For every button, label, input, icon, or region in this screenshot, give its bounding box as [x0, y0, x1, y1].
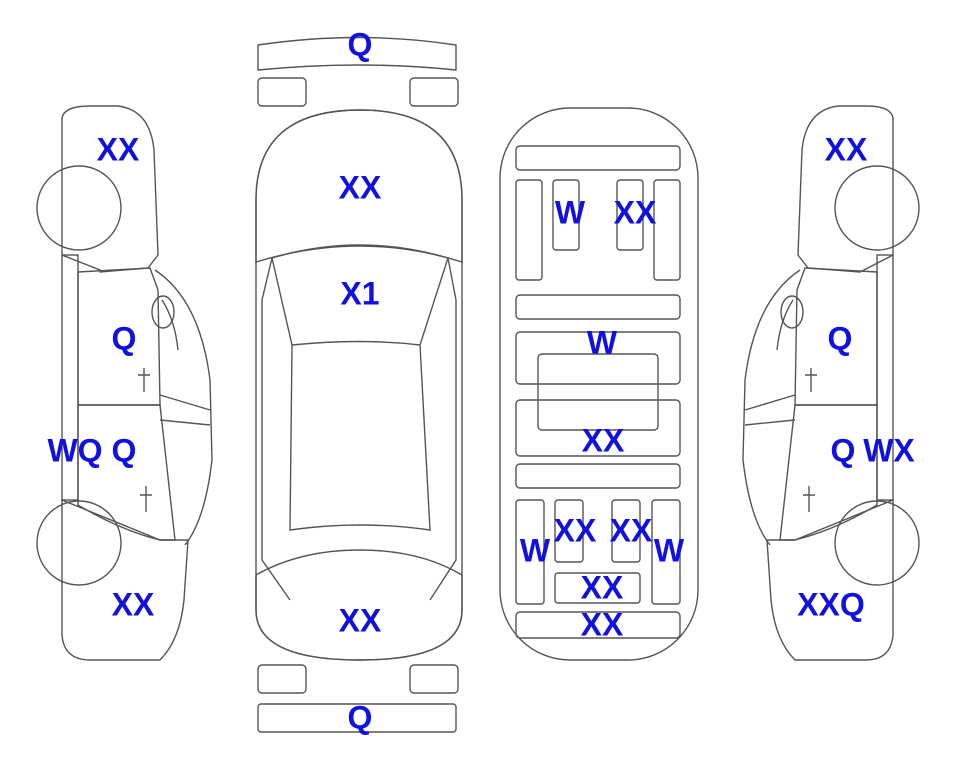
right-window-outline — [742, 269, 801, 546]
top-view — [255, 36, 463, 733]
front-right-light — [409, 77, 459, 107]
floor-rear-right-rail[interactable] — [651, 499, 681, 605]
left-body-panel[interactable] — [61, 105, 159, 273]
floor-outline — [499, 107, 699, 661]
floor-front-mid-cross — [515, 294, 681, 320]
floor-front-right-rail[interactable] — [616, 179, 644, 251]
left-sill-panel[interactable] — [61, 254, 79, 501]
label-left-sill: WQ — [47, 432, 102, 468]
label-top-trunk: XX — [339, 602, 382, 638]
floor-rear-left-rail[interactable] — [515, 499, 545, 605]
label-left-rear-door: Q — [112, 432, 137, 468]
top-roof — [289, 344, 431, 531]
left-window-outline — [154, 269, 213, 546]
right-mirror — [780, 295, 804, 329]
floor-center-opening — [537, 353, 659, 431]
right-window-inner — [744, 299, 796, 426]
floor-rear-end[interactable] — [515, 611, 681, 639]
right-sill-panel[interactable] — [876, 254, 894, 501]
right-front-door-handle — [805, 368, 817, 392]
floor-middle-panel[interactable] — [515, 399, 681, 457]
floor-front-left-rail[interactable] — [552, 179, 580, 251]
label-top-hood: XX — [339, 169, 382, 205]
floor-front-cross — [515, 145, 681, 171]
right-rear-door-handle — [803, 486, 815, 512]
floor-rear-cross — [515, 463, 681, 489]
front-left-light — [257, 77, 307, 107]
label-floor-middle-panel: XX — [582, 422, 625, 458]
label-top-windshield: X1 — [340, 275, 379, 311]
label-rear-bumper: Q — [348, 699, 373, 735]
left-rear-wheel — [36, 500, 122, 586]
label-floor-rear-center: XX — [581, 569, 624, 605]
left-side-view — [36, 105, 213, 661]
top-trunk-panel[interactable] — [255, 549, 463, 661]
right-front-wheel — [834, 165, 920, 251]
label-floor-rear-end: XX — [581, 606, 624, 642]
damage-labels: Q Q XX X1 XX XX Q WQ Q XX W XX W XX XX X… — [47, 26, 915, 735]
front-bumper[interactable] — [257, 36, 457, 71]
right-side-view — [742, 105, 920, 661]
rear-left-light — [257, 664, 307, 694]
right-rear-door-panel[interactable] — [779, 404, 878, 541]
label-floor-middle-cross: W — [587, 324, 618, 360]
label-left-front-fender: XX — [97, 131, 140, 167]
top-right-pillar — [429, 257, 457, 601]
left-mirror — [151, 295, 175, 329]
left-rear-body-panel[interactable] — [61, 498, 189, 661]
left-front-door-handle — [138, 368, 150, 392]
label-right-front-fender: XX — [825, 131, 868, 167]
label-right-rear-door: Q — [831, 432, 856, 468]
label-floor-rear-right-rail: W — [654, 532, 685, 568]
left-window-inner — [159, 299, 211, 426]
top-hood-panel[interactable] — [255, 109, 463, 263]
left-rear-door-panel[interactable] — [77, 404, 176, 541]
label-front-bumper: Q — [348, 26, 373, 62]
label-floor-rear-left-rail: W — [520, 532, 551, 568]
label-right-sill: WX — [863, 432, 915, 468]
rear-bumper[interactable] — [257, 703, 457, 733]
label-right-rear-quarter: XXQ — [797, 586, 865, 622]
left-front-wheel — [36, 165, 122, 251]
label-floor-front-right-rail: XX — [614, 194, 657, 230]
label-floor-front-left-rail: W — [555, 194, 586, 230]
label-floor-rear-right-inner: XX — [610, 512, 653, 548]
right-rear-body-panel[interactable] — [766, 498, 894, 661]
label-right-front-door: Q — [828, 320, 853, 356]
label-floor-rear-left-inner: XX — [554, 512, 597, 548]
floor-rear-left-inner[interactable] — [554, 499, 584, 563]
floor-middle-cross[interactable] — [515, 331, 681, 385]
right-rear-wheel — [834, 500, 920, 586]
floor-rear-right-inner[interactable] — [611, 499, 641, 563]
label-left-front-door: Q — [112, 320, 137, 356]
top-left-pillar — [261, 257, 291, 601]
left-rear-door-handle — [140, 486, 152, 512]
right-body-panel[interactable] — [797, 105, 894, 273]
floor-rear-center[interactable] — [554, 572, 641, 604]
rear-right-light — [409, 664, 459, 694]
label-left-rear-quarter: XX — [112, 586, 155, 622]
floor-view — [499, 107, 699, 661]
floor-front-right-outer — [653, 179, 681, 281]
floor-front-left-outer — [515, 179, 543, 281]
